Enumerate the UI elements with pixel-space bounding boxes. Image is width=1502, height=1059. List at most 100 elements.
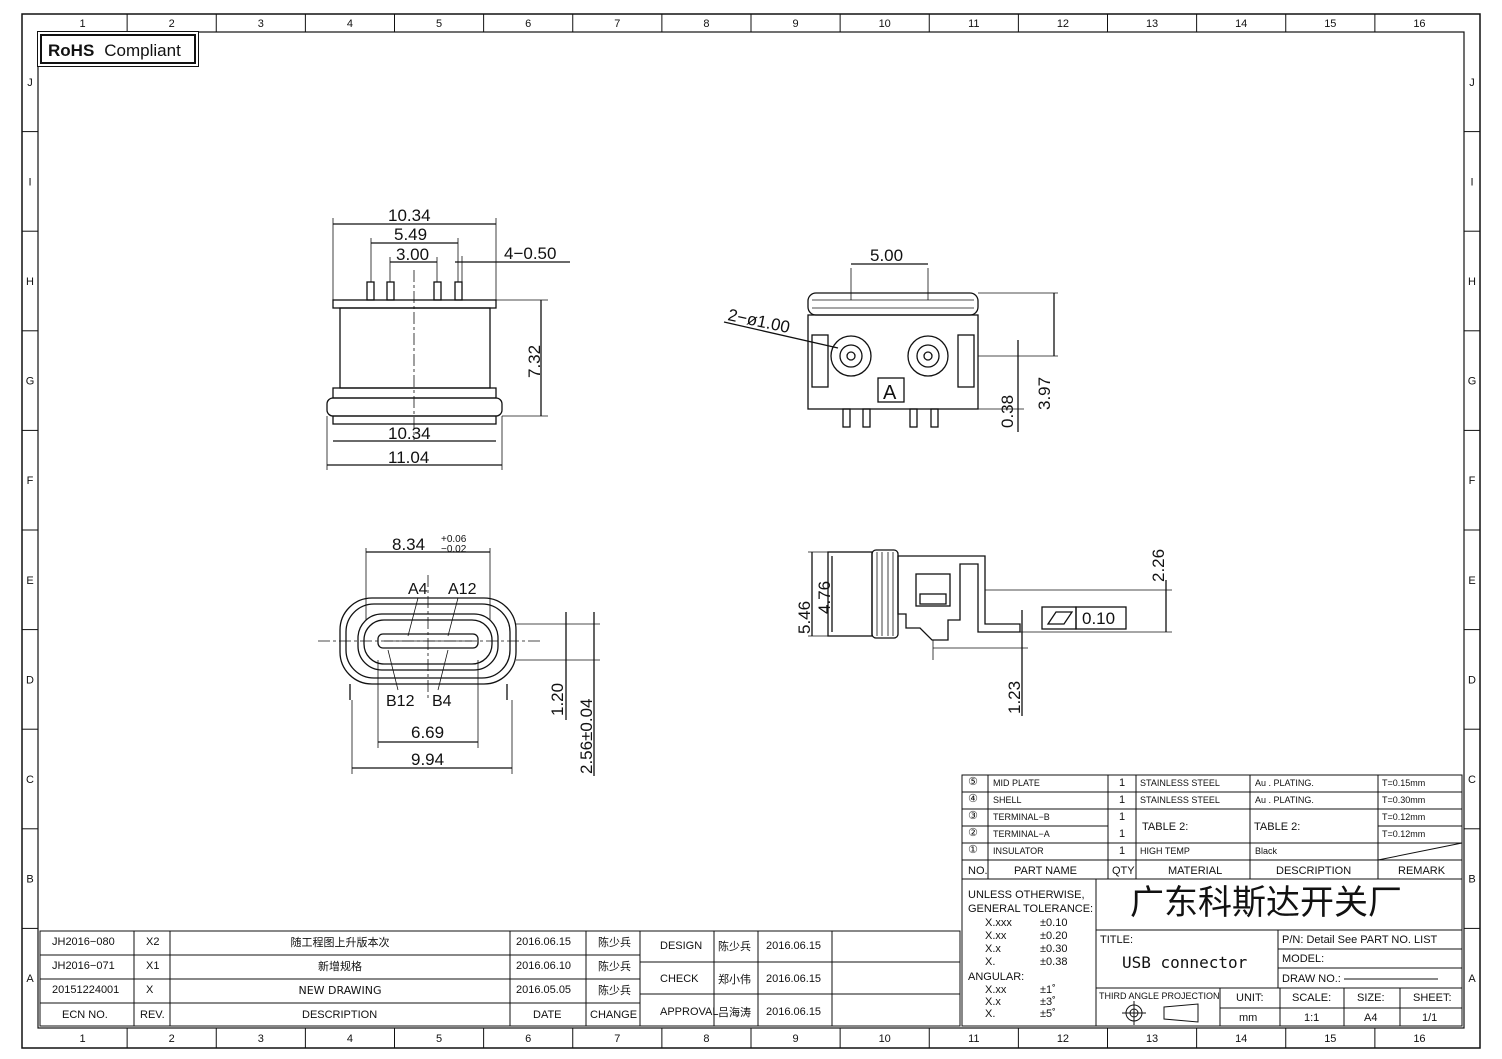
rev-ecn: 20151224001 <box>52 984 120 996</box>
size-value: A4 <box>1364 1012 1378 1024</box>
dim-top-w1: 10.34 <box>388 206 431 225</box>
bom-header-name: PART NAME <box>1014 865 1077 877</box>
rev-date: 2016.06.15 <box>516 936 572 948</box>
grid-row-label: E <box>1468 575 1475 587</box>
tolerance-key: X.xx <box>985 930 1007 942</box>
bom-no: ④ <box>968 793 978 805</box>
top-view <box>326 218 570 470</box>
angular-value: ±3˚ <box>1040 996 1056 1008</box>
approval-role: DESIGN <box>660 940 703 952</box>
tolerance-key: X.xxx <box>985 917 1012 929</box>
tolerance-angular: ANGULAR: <box>968 971 1025 983</box>
approval-date: 2016.06.15 <box>766 940 822 952</box>
dim-front-h2: 3.97 <box>1035 377 1054 410</box>
bom-description: Black <box>1255 846 1278 856</box>
grid-col-label: 12 <box>1057 18 1069 30</box>
rev-description: 随工程图上升版本次 <box>290 936 390 949</box>
grid-col-label: 8 <box>703 1033 709 1045</box>
angular-key: X. <box>985 1008 996 1020</box>
rev-change: 陈少兵 <box>598 960 631 973</box>
approval-name: 吕海涛 <box>718 1006 751 1019</box>
rev-header-ecn: ECN NO. <box>62 1009 108 1021</box>
sheet-label: SHEET: <box>1413 992 1452 1004</box>
grid-col-label: 7 <box>614 18 620 30</box>
grid-col-label: 2 <box>169 1033 175 1045</box>
grid-row-label: E <box>26 575 33 587</box>
dim-port-h1: 1.20 <box>548 683 567 716</box>
approval-name: 郑小伟 <box>718 973 751 986</box>
grid-col-label: 13 <box>1146 18 1158 30</box>
dim-side-h4: 1.23 <box>1005 681 1024 714</box>
bom-table2-material: TABLE 2: <box>1142 821 1189 833</box>
tolerance-title1: UNLESS OTHERWISE, <box>968 889 1085 901</box>
grid-col-label: 2 <box>169 18 175 30</box>
rev-header-desc: DESCRIPTION <box>302 1009 378 1021</box>
approval-role: APPROVAL <box>660 1006 719 1018</box>
bom-no: ② <box>968 827 978 839</box>
bom-remark: T=0.12mm <box>1382 812 1426 822</box>
grid-row-label: C <box>1468 774 1476 786</box>
bom-header-desc: DESCRIPTION <box>1276 865 1352 877</box>
grid-col-label: 14 <box>1235 1033 1247 1045</box>
unit-label: UNIT: <box>1236 992 1264 1004</box>
rev-ecn: JH2016−071 <box>52 960 115 972</box>
grid-row-label: D <box>26 674 34 686</box>
rev-change: 陈少兵 <box>598 984 631 997</box>
rohs-compliant: Compliant <box>104 41 181 60</box>
rev-description: 新增规格 <box>318 960 362 973</box>
rev-date: 2016.06.10 <box>516 960 572 972</box>
grid-row-label: D <box>1468 674 1476 686</box>
bom-header-remark: REMARK <box>1398 865 1446 877</box>
grid-col-label: 11 <box>968 18 979 30</box>
bom-description: Au . PLATING. <box>1255 778 1314 788</box>
bom-material: STAINLESS STEEL <box>1140 778 1220 788</box>
grid-row-label: F <box>27 475 34 487</box>
draw-no-label: DRAW NO.: <box>1282 973 1341 985</box>
title-block-lines <box>39 774 1463 1027</box>
dim-side-h3: 2.26 <box>1149 549 1168 582</box>
grid-col-label: 5 <box>436 18 442 30</box>
dim-port-tol-minus: −0.02 <box>441 544 467 555</box>
approval-date: 2016.06.15 <box>766 973 822 985</box>
rev-date: 2016.05.05 <box>516 984 572 996</box>
tolerance-value: ±0.10 <box>1040 917 1068 929</box>
model-label: MODEL: <box>1282 953 1325 965</box>
dim-port-w: 8.34 <box>392 535 425 554</box>
dim-side-h1: 5.46 <box>795 601 814 634</box>
part-number: P/N: Detail See PART NO. LIST <box>1282 934 1438 946</box>
dim-port-w2: 6.69 <box>411 723 444 742</box>
angular-value: ±5˚ <box>1040 1008 1056 1020</box>
grid-row-label: J <box>1469 77 1475 89</box>
grid-col-label: 14 <box>1235 18 1247 30</box>
rev-header-rev: REV. <box>140 1009 165 1021</box>
size-label: SIZE: <box>1357 992 1385 1004</box>
scale-value: 1:1 <box>1304 1012 1320 1024</box>
bom-header-no: NO. <box>968 865 988 877</box>
company-name: 广东科斯达开关厂 <box>1130 883 1402 923</box>
grid-row-label: H <box>1468 276 1476 288</box>
grid-row-label: I <box>1470 176 1473 188</box>
grid-col-label: 6 <box>525 18 531 30</box>
approval-role: CHECK <box>660 973 699 985</box>
scale-label: SCALE: <box>1292 992 1332 1004</box>
dim-front-h1: 0.38 <box>998 395 1017 428</box>
grid-row-label: B <box>26 874 33 886</box>
dim-port-h2: 2.56±0.04 <box>577 698 596 774</box>
unit-value: mm <box>1239 1012 1258 1024</box>
grid-row-label: A <box>26 973 34 985</box>
grid-col-label: 10 <box>879 1033 891 1045</box>
rev-description: NEW DRAWING <box>298 984 382 997</box>
label-a12: A12 <box>448 581 477 598</box>
grid-col-label: 1 <box>80 18 86 30</box>
grid-row-label: J <box>27 77 33 89</box>
bom-remark: T=0.12mm <box>1382 829 1426 839</box>
label-b4: B4 <box>432 693 452 710</box>
port-view <box>318 548 600 776</box>
bom-qty: 1 <box>1119 811 1126 823</box>
angular-value: ±1˚ <box>1040 984 1056 996</box>
bom-material: STAINLESS STEEL <box>1140 795 1220 805</box>
bom-table2-desc: TABLE 2: <box>1254 821 1301 833</box>
dim-port-tol-plus: +0.06 <box>441 534 467 545</box>
grid-ticks <box>22 14 1480 1048</box>
